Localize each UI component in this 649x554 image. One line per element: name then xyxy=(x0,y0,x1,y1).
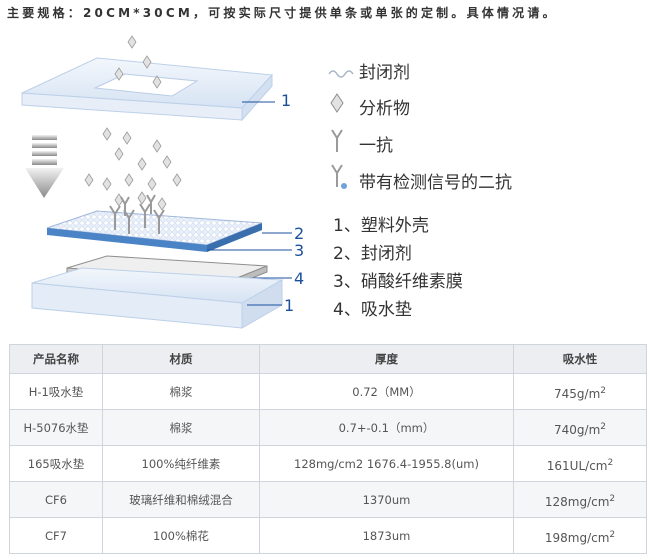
cell-thickness: 128mg/cm2 1676.4-1955.8(um) xyxy=(259,445,514,482)
cell-thickness: 1873um xyxy=(259,517,514,554)
cell-name: CF6 xyxy=(9,481,103,518)
legend-secondary-antibody-label: 带有检测信号的二抗 xyxy=(359,173,512,193)
cell-absorbency: 161UL/cm2 xyxy=(513,445,647,482)
table-row: H-5076水垫 棉浆 0.7+-0.1（mm） 740g/m2 xyxy=(9,409,647,446)
primary-antibody-icon xyxy=(331,129,343,152)
legend-blocker-label: 封闭剂 xyxy=(359,63,410,83)
cell-thickness: 1370um xyxy=(259,481,514,518)
diagram-svg xyxy=(21,35,354,329)
header-product-name: 产品名称 xyxy=(9,344,103,374)
part-label-4: 4、吸水垫 xyxy=(333,300,412,320)
callout-bottom-frame: 1 xyxy=(284,296,295,315)
top-frame xyxy=(21,57,275,122)
product-diagram: 封闭剂 分析物 一抗 带有检测信号的二抗 1、塑料外壳 2、封闭剂 3、硝酸纤维… xyxy=(7,28,543,341)
cell-absorbency: 745g/m2 xyxy=(513,373,647,410)
blocker-icon xyxy=(328,70,354,78)
cell-name: 165吸水垫 xyxy=(9,445,103,482)
cell-material: 棉浆 xyxy=(102,373,260,410)
part-label-3: 3、硝酸纤维素膜 xyxy=(333,272,463,292)
cell-absorbency: 128mg/cm2 xyxy=(513,481,647,518)
header-absorbency: 吸水性 xyxy=(513,344,647,374)
labeled-secondary-antibody-icon xyxy=(331,164,347,189)
cell-material: 100%纯纤维素 xyxy=(102,445,260,482)
header-thickness: 厚度 xyxy=(259,344,514,374)
analyte-particles xyxy=(84,35,182,211)
callout-membrane: 3 xyxy=(294,241,305,260)
table-row: H-1吸水垫 棉浆 0.72（MM） 745g/m2 xyxy=(9,373,647,410)
cell-material: 棉浆 xyxy=(102,409,260,446)
table-row: CF6 玻璃纤维和棉绒混合 1370um 128mg/cm2 xyxy=(9,481,647,518)
down-arrow xyxy=(25,135,64,198)
membrane-layer xyxy=(46,194,292,252)
product-table: 产品名称 材质 厚度 吸水性 H-1吸水垫 棉浆 0.72（MM） 745g/m… xyxy=(9,344,647,554)
table-row: 165吸水垫 100%纯纤维素 128mg/cm2 1676.4-1955.8(… xyxy=(9,445,647,482)
part-label-2: 2、封闭剂 xyxy=(333,244,412,264)
cell-name: H-1吸水垫 xyxy=(9,373,103,410)
bottom-frame xyxy=(31,267,284,329)
header-material: 材质 xyxy=(102,344,260,374)
legend-primary-antibody-label: 一抗 xyxy=(359,136,393,156)
cell-material: 100%棉花 xyxy=(102,517,260,554)
callout-blocker: 2 xyxy=(294,224,305,243)
table-header-row: 产品名称 材质 厚度 吸水性 xyxy=(9,344,647,374)
callout-pad: 4 xyxy=(294,269,305,288)
cell-thickness: 0.7+-0.1（mm） xyxy=(259,409,514,446)
cell-thickness: 0.72（MM） xyxy=(259,373,514,410)
analyte-icon xyxy=(330,93,344,113)
table-row: CF7 100%棉花 1873um 198mg/cm2 xyxy=(9,517,647,554)
spec-text: 主要规格：20CM*30CM，可按实际尺寸提供单条或单张的定制。具体情况请。 xyxy=(7,6,558,20)
cell-absorbency: 740g/m2 xyxy=(513,409,647,446)
cell-material: 玻璃纤维和棉绒混合 xyxy=(102,481,260,518)
callout-top-frame: 1 xyxy=(281,91,292,110)
cell-name: H-5076水垫 xyxy=(9,409,103,446)
cell-name: CF7 xyxy=(9,517,103,554)
legend-analyte-label: 分析物 xyxy=(359,99,410,119)
part-label-1: 1、塑料外壳 xyxy=(333,216,429,236)
cell-absorbency: 198mg/cm2 xyxy=(513,517,647,554)
